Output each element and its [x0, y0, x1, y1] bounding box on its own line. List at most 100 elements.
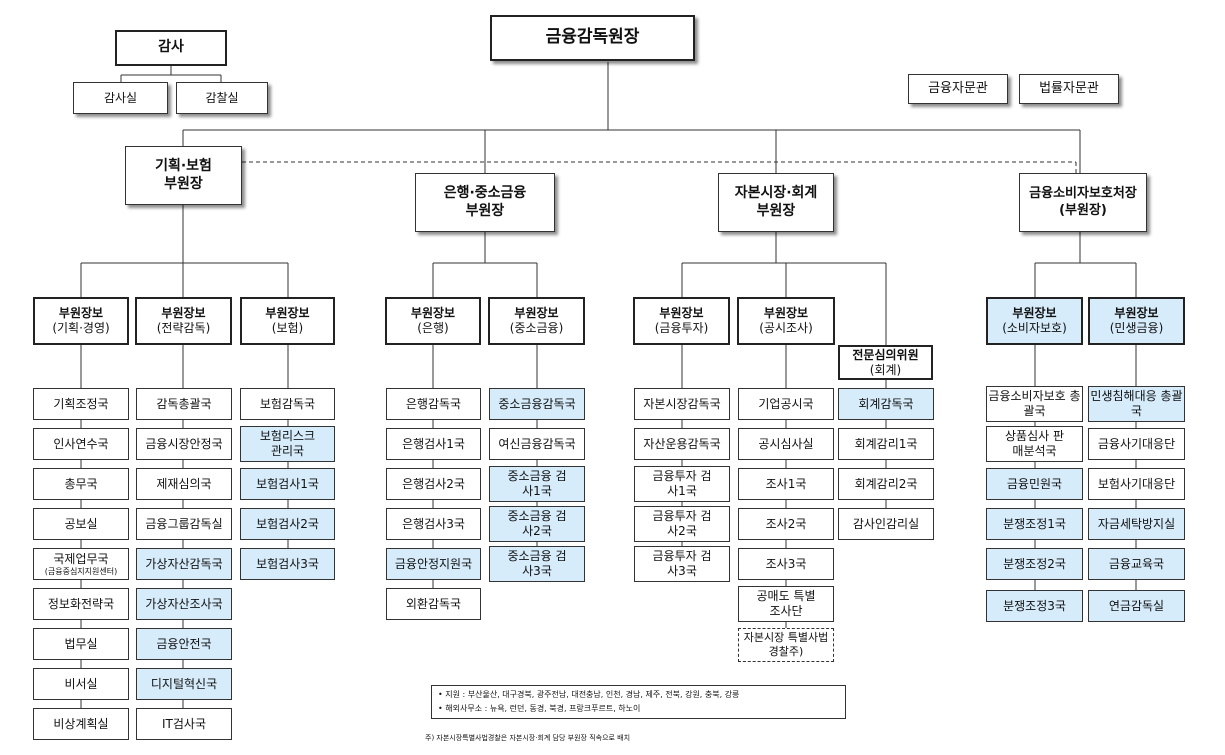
- dept-label: 은행감독국: [405, 396, 462, 411]
- dept-box: 기업공시국: [738, 388, 834, 420]
- dept-label: IT검사국: [162, 716, 206, 731]
- inspection-office-box: 감찰실: [176, 82, 268, 114]
- dept-box: 조사2국: [738, 508, 834, 540]
- assistant-title: 부원장보: [1012, 306, 1057, 320]
- dept-label: 은행검사2국: [402, 476, 465, 491]
- dept-box: 비서실: [33, 668, 129, 700]
- dept-label: 총무국: [64, 476, 98, 491]
- dept-box-highlighted: 분쟁조정3국: [986, 590, 1083, 622]
- dept-box: 여신금융감독국: [489, 428, 585, 460]
- dept-label: 자산운용감독국: [643, 436, 721, 451]
- audit-title: 감사: [158, 39, 184, 56]
- dept-label: 자금세탁방지실: [1097, 516, 1176, 531]
- dept-box-highlighted: 회계감독국: [838, 388, 934, 420]
- dept-label: 중소금융감독국: [498, 396, 576, 411]
- assistant-area: (민생금융): [1109, 321, 1164, 335]
- assistant-area: (보험): [271, 321, 304, 335]
- dept-label: 공보실: [64, 516, 98, 531]
- dept-box: 보험사기대응단: [1088, 468, 1185, 500]
- dept-label: 분쟁조정1국: [1003, 516, 1066, 531]
- dept-label: 분쟁조정2국: [1003, 556, 1066, 571]
- dept-box: 금융사기대응단: [1088, 428, 1185, 460]
- dept-label: 인사연수국: [53, 436, 109, 451]
- dept-label: 금융투자 검사2국: [652, 509, 712, 538]
- assistant-consumer-protection-box: 부원장보 (소비자보호): [986, 297, 1083, 345]
- dept-box-highlighted: 중소금융 검사1국: [489, 466, 585, 502]
- dept-label: 금융민원국: [1006, 476, 1063, 491]
- dept-box-highlighted: 보험검사2국: [240, 508, 335, 540]
- dept-label: 중소금융 검사3국: [507, 549, 567, 578]
- branches-note: • 지원 : 부산울산, 대구경북, 광주전남, 대전충남, 인천, 경남, 제…: [438, 690, 740, 699]
- dept-label: 감사인감리실: [852, 516, 920, 531]
- dept-box-highlighted: 보험검사1국: [240, 468, 335, 500]
- governor-box: 금융감독원장: [490, 15, 695, 61]
- dept-label: 제재심의국: [156, 476, 212, 491]
- dept-box: 회계감리1국: [838, 428, 934, 460]
- assistant-title: 부원장보: [161, 306, 206, 320]
- dept-label: 가상자산감독국: [145, 556, 223, 571]
- branch-notes-box: • 지원 : 부산울산, 대구경북, 광주전남, 대전충남, 인천, 경남, 제…: [431, 685, 846, 719]
- dept-label: 금융소비자보호 총괄국: [988, 389, 1081, 418]
- dept-label: 비서실: [64, 676, 98, 691]
- deputy-consumer-box: 금융소비자보호처장 (부원장): [1019, 173, 1147, 232]
- dept-box: 은행검사2국: [386, 468, 481, 500]
- governor-title: 금융감독원장: [545, 27, 640, 48]
- dept-box: 외환감독국: [386, 588, 481, 620]
- dept-box: 금융그룹감독실: [136, 508, 232, 540]
- assistant-area: (공시조사): [759, 321, 813, 335]
- deputy-banking-box: 은행·중소금융 부원장: [415, 173, 555, 232]
- dept-label: 금융사기대응단: [1097, 436, 1176, 451]
- expert-title: 전문심의위원: [852, 347, 919, 362]
- assistant-title: 부원장보: [58, 306, 104, 320]
- dept-box-highlighted: 중소금융감독국: [489, 388, 585, 420]
- dept-label: 금융시장안정국: [145, 436, 223, 451]
- financial-advisor-label: 금융자문관: [928, 80, 988, 96]
- dept-box: 금융시장안정국: [136, 428, 232, 460]
- dept-label: 조사3국: [765, 556, 807, 571]
- dept-label: 국제업무국: [53, 551, 109, 566]
- dept-label: 금융투자 검사3국: [652, 549, 712, 578]
- assistant-investment-box: 부원장보 (금융투자): [633, 297, 730, 345]
- assistant-area: (중소금융): [509, 321, 564, 335]
- dept-box: 기획조정국: [33, 388, 129, 420]
- dept-label: 보험사기대응단: [1097, 476, 1176, 491]
- deputy-consumer-line1: 금융소비자보호처장: [1029, 186, 1137, 202]
- assistant-insurance-box: 부원장보 (보험): [240, 297, 335, 345]
- deputy-capital-box: 자본시장·회계 부원장: [718, 173, 834, 232]
- dept-label: 금융투자 검사1국: [652, 469, 712, 498]
- dept-label: 공매도 특별조사단: [756, 589, 816, 618]
- dept-box-highlighted: 보험리스크 관리국: [240, 426, 335, 462]
- dept-box-highlighted: 보험검사3국: [240, 548, 335, 580]
- overseas-note: • 해외사무소 : 뉴욕, 런던, 동경, 북경, 프랑크푸르트, 하노이: [438, 704, 641, 713]
- dept-box-highlighted: 중소금융 검사3국: [489, 546, 585, 582]
- dept-box: 자산운용감독국: [634, 428, 730, 460]
- deputy-capital-line1: 자본시장·회계: [734, 185, 818, 201]
- dept-label: 중소금융 검사1국: [507, 469, 567, 498]
- assistant-title: 부원장보: [763, 306, 809, 320]
- assistant-title: 부원장보: [1114, 306, 1159, 320]
- dept-box-highlighted: 분쟁조정2국: [986, 548, 1083, 580]
- expert-area: (회계): [869, 362, 902, 377]
- dept-label: 외환감독국: [405, 596, 462, 611]
- financial-advisor-box: 금융자문관: [908, 74, 1008, 104]
- inspection-office-label: 감찰실: [205, 90, 239, 105]
- dept-label: 보험감독국: [259, 396, 316, 411]
- dept-label: 회계감리1국: [854, 436, 918, 451]
- assistant-area: (전략감독): [156, 321, 211, 335]
- dept-box: 조사1국: [738, 468, 834, 500]
- dept-label: 회계감독국: [858, 396, 914, 411]
- dept-label: 은행검사1국: [402, 436, 465, 451]
- dept-box: 감사인감리실: [838, 508, 934, 540]
- dept-box-highlighted: 민생침해대응 총괄국: [1088, 386, 1185, 422]
- dept-box: 금융투자 검사3국: [634, 546, 730, 582]
- dept-box: 금융투자 검사1국: [634, 466, 730, 502]
- dept-label: 보험리스크 관리국: [259, 429, 316, 458]
- dept-box: 은행검사1국: [386, 428, 481, 460]
- dept-box: 금융소비자보호 총괄국: [986, 386, 1083, 422]
- dept-box: 상품심사 판매분석국: [986, 426, 1083, 462]
- dept-box-highlighted: 분쟁조정1국: [986, 508, 1083, 540]
- dept-box: 공보실: [33, 508, 129, 540]
- dept-label: 회계감리2국: [854, 476, 918, 491]
- audit-office-label: 감사실: [103, 90, 138, 105]
- dept-label: 조사2국: [765, 516, 807, 531]
